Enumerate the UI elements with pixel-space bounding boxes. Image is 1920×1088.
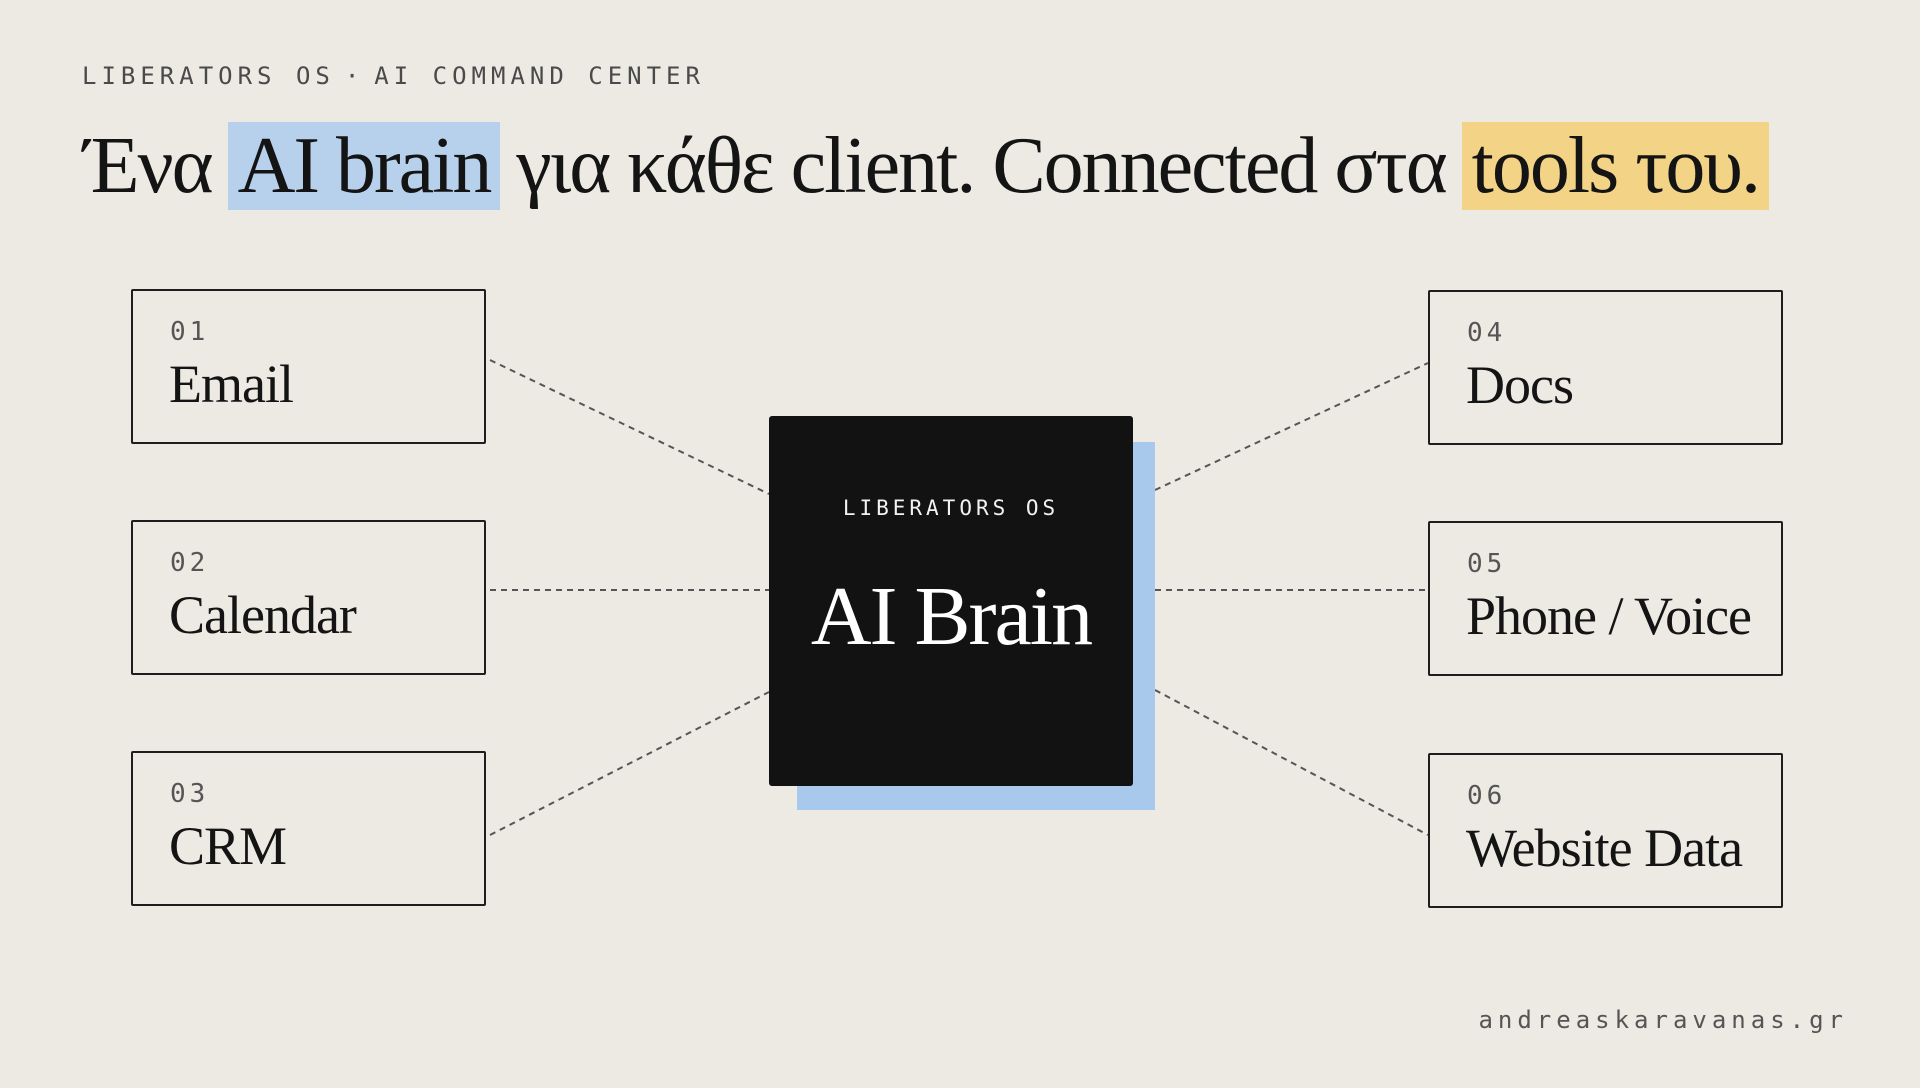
headline-part-1: Ένα (84, 122, 230, 210)
ai-brain-hub: LIBERATORS OS AI Brain (769, 416, 1133, 786)
header-kicker: LIBERATORS OS · AI COMMAND CENTER (82, 62, 705, 90)
headline-highlight-ai-brain: AI brain (227, 122, 501, 210)
headline-highlight-tools: tools του. (1461, 122, 1769, 210)
tool-card-email: 01 Email (131, 289, 486, 444)
page-title: Ένα AI brain για κάθε client. Connected … (84, 116, 1769, 216)
tool-name: Calendar (169, 585, 357, 645)
kicker-subtitle: AI COMMAND CENTER (374, 62, 705, 90)
tool-card-calendar: 02 Calendar (131, 520, 486, 675)
tool-number: 02 (170, 548, 210, 578)
connector-docs (1154, 362, 1429, 491)
connector-email (489, 359, 770, 495)
connector-crm (489, 691, 770, 836)
tool-name: Docs (1466, 355, 1574, 415)
headline-part-2: για κάθε client. Connected στα (498, 122, 1464, 210)
hub-kicker: LIBERATORS OS (842, 496, 1060, 520)
tool-card-docs: 04 Docs (1428, 290, 1783, 445)
kicker-brand: LIBERATORS OS (82, 62, 335, 90)
tool-name: Email (169, 354, 294, 414)
tool-name: Website Data (1466, 818, 1743, 878)
tool-number: 06 (1467, 781, 1507, 811)
hub-title: AI Brain (810, 570, 1093, 663)
tool-number: 04 (1467, 318, 1507, 348)
tool-number: 01 (170, 317, 210, 347)
tool-card-website-data: 06 Website Data (1428, 753, 1783, 908)
tool-name: Phone / Voice (1466, 586, 1752, 646)
tool-number: 05 (1467, 549, 1507, 579)
tool-name: CRM (169, 816, 287, 876)
connector-website-data (1154, 689, 1429, 836)
tool-card-crm: 03 CRM (131, 751, 486, 906)
tool-number: 03 (170, 779, 210, 809)
footer-url: andreaskaravanas.gr (1478, 1006, 1848, 1034)
kicker-separator: · (344, 62, 365, 90)
tool-card-phone-voice: 05 Phone / Voice (1428, 521, 1783, 676)
